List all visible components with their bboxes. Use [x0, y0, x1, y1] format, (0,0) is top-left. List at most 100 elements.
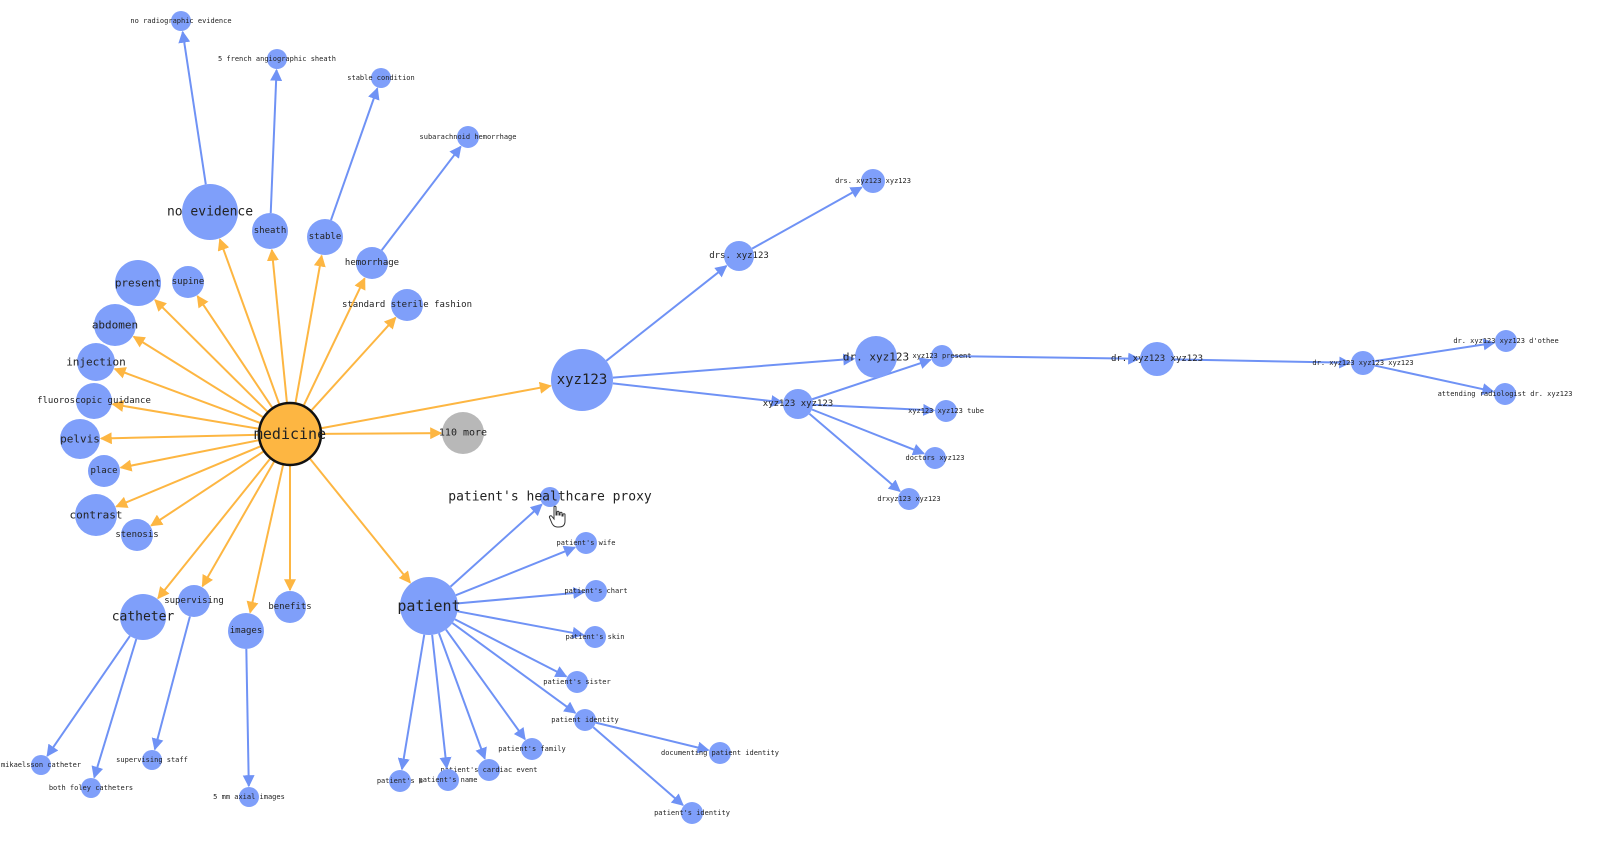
node-drs-xyz[interactable]: drs. xyz123 — [709, 241, 769, 271]
node-circle[interactable] — [437, 769, 459, 791]
node-sup-staff[interactable]: supervising staff — [116, 750, 188, 770]
node-circle[interactable] — [575, 532, 597, 554]
node-more[interactable]: 110 more — [439, 412, 487, 454]
node-chart[interactable]: patient's chart — [564, 580, 628, 602]
node-circle[interactable] — [389, 770, 411, 792]
node-circle[interactable] — [898, 488, 920, 510]
node-dothee[interactable]: dr. xyz123 xyz123 d'othee — [1453, 330, 1559, 352]
node-circle[interactable] — [75, 494, 117, 536]
node-foley[interactable]: both foley catheters — [49, 778, 133, 798]
node-circle[interactable] — [709, 742, 731, 764]
node-circle[interactable] — [935, 400, 957, 422]
node-circle[interactable] — [1494, 383, 1516, 405]
node-circle[interactable] — [1351, 351, 1375, 375]
node-drxyz[interactable]: drxyz123 xyz123 — [877, 488, 941, 510]
node-circle[interactable] — [457, 126, 479, 148]
node-stable-cond[interactable]: stable condition — [347, 68, 415, 88]
node-circle[interactable] — [228, 613, 264, 649]
node-circle[interactable] — [120, 594, 166, 640]
node-circle[interactable] — [356, 247, 388, 279]
node-patient[interactable]: patient — [397, 577, 461, 635]
node-subarach[interactable]: subarachnoid hemorrhage — [420, 126, 517, 148]
node-skin[interactable]: patient's skin — [565, 626, 625, 648]
node-circle[interactable] — [267, 49, 287, 69]
node-place[interactable]: place — [88, 455, 120, 487]
node-circle[interactable] — [1140, 342, 1174, 376]
node-circle[interactable] — [551, 349, 613, 411]
node-circle[interactable] — [574, 709, 596, 731]
node-xyz-present[interactable]: xyz123 present — [912, 345, 972, 367]
node-injection[interactable]: injection — [66, 343, 126, 381]
node-documenting[interactable]: documenting patient identity — [661, 742, 779, 764]
node-circle[interactable] — [391, 289, 423, 321]
node-circle[interactable] — [88, 455, 120, 487]
node-stenosis[interactable]: stenosis — [115, 519, 159, 551]
node-circle[interactable] — [924, 447, 946, 469]
node-circle[interactable] — [478, 759, 500, 781]
node-circle[interactable] — [274, 591, 306, 623]
node-circle[interactable] — [861, 169, 885, 193]
node-pidentity[interactable]: patient's identity — [654, 802, 730, 824]
node-circle[interactable] — [178, 585, 210, 617]
node-circle[interactable] — [521, 738, 543, 760]
node-supervising[interactable]: supervising — [164, 585, 224, 617]
node-circle[interactable] — [60, 419, 100, 459]
node-pelvis[interactable]: pelvis — [60, 419, 100, 459]
node-proxy[interactable]: patient's healthcare proxy — [448, 487, 652, 507]
node-circle[interactable] — [81, 778, 101, 798]
node-circle[interactable] — [783, 389, 813, 419]
node-contrast[interactable]: contrast — [70, 494, 123, 536]
node-dr-xyz[interactable]: dr. xyz123 — [843, 336, 909, 378]
node-circle[interactable] — [307, 219, 343, 255]
node-circle[interactable] — [142, 750, 162, 770]
node-fluoro[interactable]: fluoroscopic guidance — [37, 383, 151, 419]
node-circle[interactable] — [172, 266, 204, 298]
node-standard[interactable]: standard sterile fashion — [342, 289, 472, 321]
node-doctors[interactable]: doctors xyz123 — [905, 447, 965, 469]
node-dr-xyzxyz[interactable]: dr. xyz123 xyz123 — [1111, 342, 1203, 376]
node-abdomen[interactable]: abdomen — [92, 304, 138, 346]
node-medicine[interactable]: medicine — [254, 401, 326, 467]
node-xyzxyz[interactable]: xyz123 xyz123 — [763, 389, 833, 419]
node-images[interactable]: images — [228, 613, 264, 649]
node-hemorrhage[interactable]: hemorrhage — [345, 247, 399, 279]
node-french[interactable]: 5 french angiographic sheath — [218, 49, 336, 69]
node-stable[interactable]: stable — [307, 219, 343, 255]
node-circle[interactable] — [681, 802, 703, 824]
node-circle[interactable] — [76, 383, 112, 419]
node-xyz123[interactable]: xyz123 — [551, 349, 613, 411]
node-circle[interactable] — [400, 577, 458, 635]
node-pss[interactable]: patient's s — [377, 770, 423, 792]
node-present[interactable]: present — [115, 260, 161, 306]
node-wife[interactable]: patient's wife — [556, 532, 616, 554]
node-drs-xyzxyz[interactable]: drs. xyz123 xyz123 — [835, 169, 911, 193]
node-cardiac[interactable]: patient's cardiac event — [441, 759, 538, 781]
node-circle[interactable] — [77, 343, 115, 381]
node-circle[interactable] — [94, 304, 136, 346]
node-dr-xyz3[interactable]: dr. xyz123 xyz123 xyz123 — [1312, 351, 1414, 375]
node-circle[interactable] — [724, 241, 754, 271]
node-sister[interactable]: patient's sister — [543, 671, 611, 693]
node-mikaelsson[interactable]: mikaelsson catheter — [1, 755, 81, 775]
node-circle[interactable] — [115, 260, 161, 306]
node-pname[interactable]: patient's name — [418, 769, 478, 791]
node-circle[interactable] — [442, 412, 484, 454]
node-circle[interactable] — [584, 626, 606, 648]
node-tube[interactable]: xyz123 xyz123 tube — [908, 400, 984, 422]
node-sheath[interactable]: sheath — [252, 213, 288, 249]
node-circle[interactable] — [540, 487, 560, 507]
node-circle[interactable] — [252, 213, 288, 249]
node-circle[interactable] — [931, 345, 953, 367]
node-circle[interactable] — [31, 755, 51, 775]
node-circle[interactable] — [239, 787, 259, 807]
node-family[interactable]: patient's family — [498, 738, 566, 760]
node-benefits[interactable]: benefits — [268, 591, 312, 623]
node-circle[interactable] — [121, 519, 153, 551]
node-no-radio[interactable]: no radiographic evidence — [130, 11, 232, 31]
node-circle[interactable] — [585, 580, 607, 602]
node-supine[interactable]: supine — [172, 266, 205, 298]
node-circle[interactable] — [371, 68, 391, 88]
node-attending[interactable]: attending radiologist dr. xyz123 — [1438, 383, 1573, 405]
node-no-evidence[interactable]: no evidence — [167, 184, 253, 240]
